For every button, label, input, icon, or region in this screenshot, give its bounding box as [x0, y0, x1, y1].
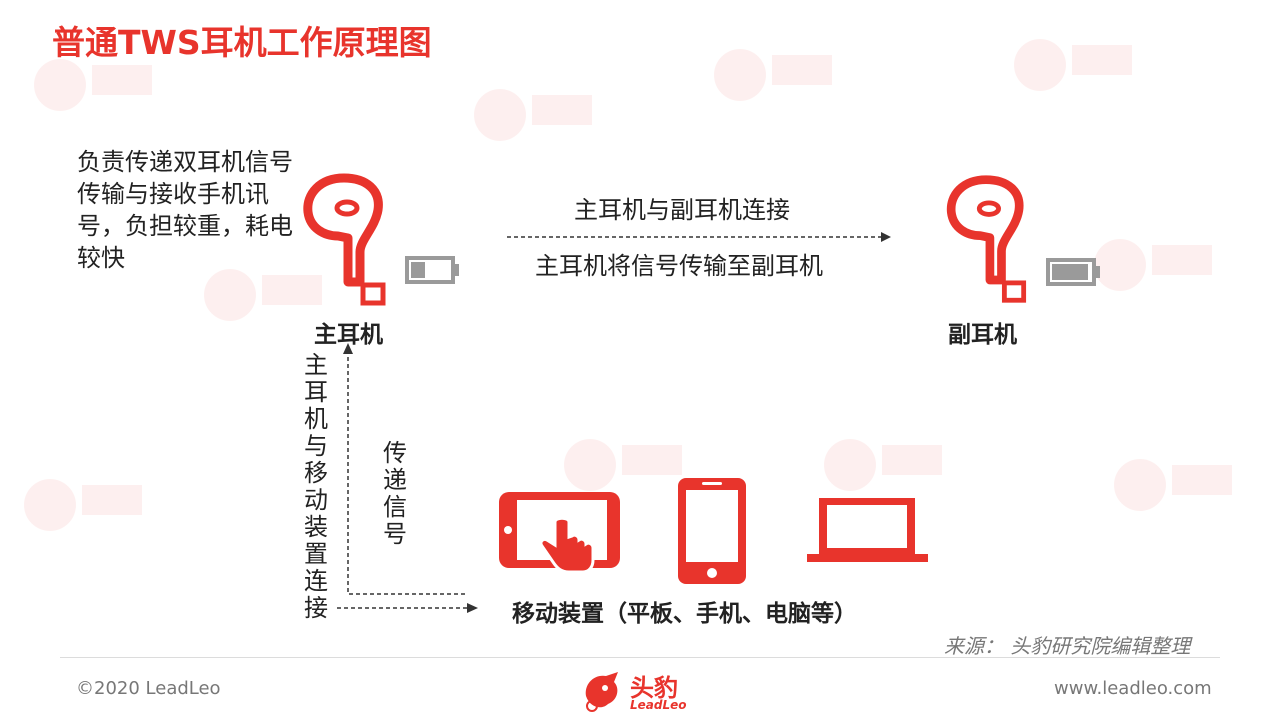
watermark-logo-icon [474, 89, 592, 141]
secondary-earbud-label: 副耳机 [948, 322, 1017, 348]
main-battery-icon [405, 256, 459, 284]
logo-text: 头豹 [630, 674, 678, 702]
transmission-label: 主耳机将信号传输至副耳机 [535, 252, 823, 280]
tablet-touch-icon [499, 492, 620, 574]
device-connection-arrows [337, 343, 478, 613]
footer-divider [60, 657, 1220, 658]
leopard-logo-icon [585, 672, 618, 712]
phone-icon [678, 478, 746, 584]
vertical-connect-label: 主耳机与移动装置连接 [304, 351, 328, 622]
connection-label: 主耳机与副耳机连接 [574, 196, 790, 224]
watermark-logo-icon [714, 49, 832, 101]
main-earbud-label: 主耳机 [314, 322, 383, 348]
watermark-logo-icon [24, 479, 142, 531]
source-note: 来源： 头豹研究院编辑整理 [944, 634, 1191, 658]
footer-website: www.leadleo.com [1054, 678, 1212, 699]
logo-subtext: LeadLeo [630, 698, 687, 712]
main-earbud-icon [303, 173, 386, 306]
watermark-logo-icon [204, 269, 322, 321]
secondary-battery-icon [1046, 258, 1100, 286]
footer-copyright: ©2020 LeadLeo [76, 678, 221, 699]
devices-label: 移动装置（平板、手机、电脑等） [512, 601, 857, 627]
vertical-signal-label: 传递信号 [383, 439, 407, 548]
watermark-logo-icon [564, 439, 682, 491]
watermark-logo-icon [1014, 39, 1132, 91]
page-title: 普通TWS耳机工作原理图 [52, 23, 432, 62]
watermark-logo-icon [1114, 459, 1232, 511]
secondary-earbud-icon [946, 175, 1027, 303]
leadleo-logo: 头豹 LeadLeo [578, 666, 708, 716]
laptop-icon [807, 498, 928, 562]
earbud-connection-arrow [507, 232, 891, 242]
watermark-logo-icon [1094, 239, 1212, 291]
main-earbud-description: 负责传递双耳机信号传输与接收手机讯号，负担较重，耗电较快 [77, 148, 293, 272]
watermark-logo-icon [34, 59, 152, 111]
watermark-logo-icon [824, 439, 942, 491]
